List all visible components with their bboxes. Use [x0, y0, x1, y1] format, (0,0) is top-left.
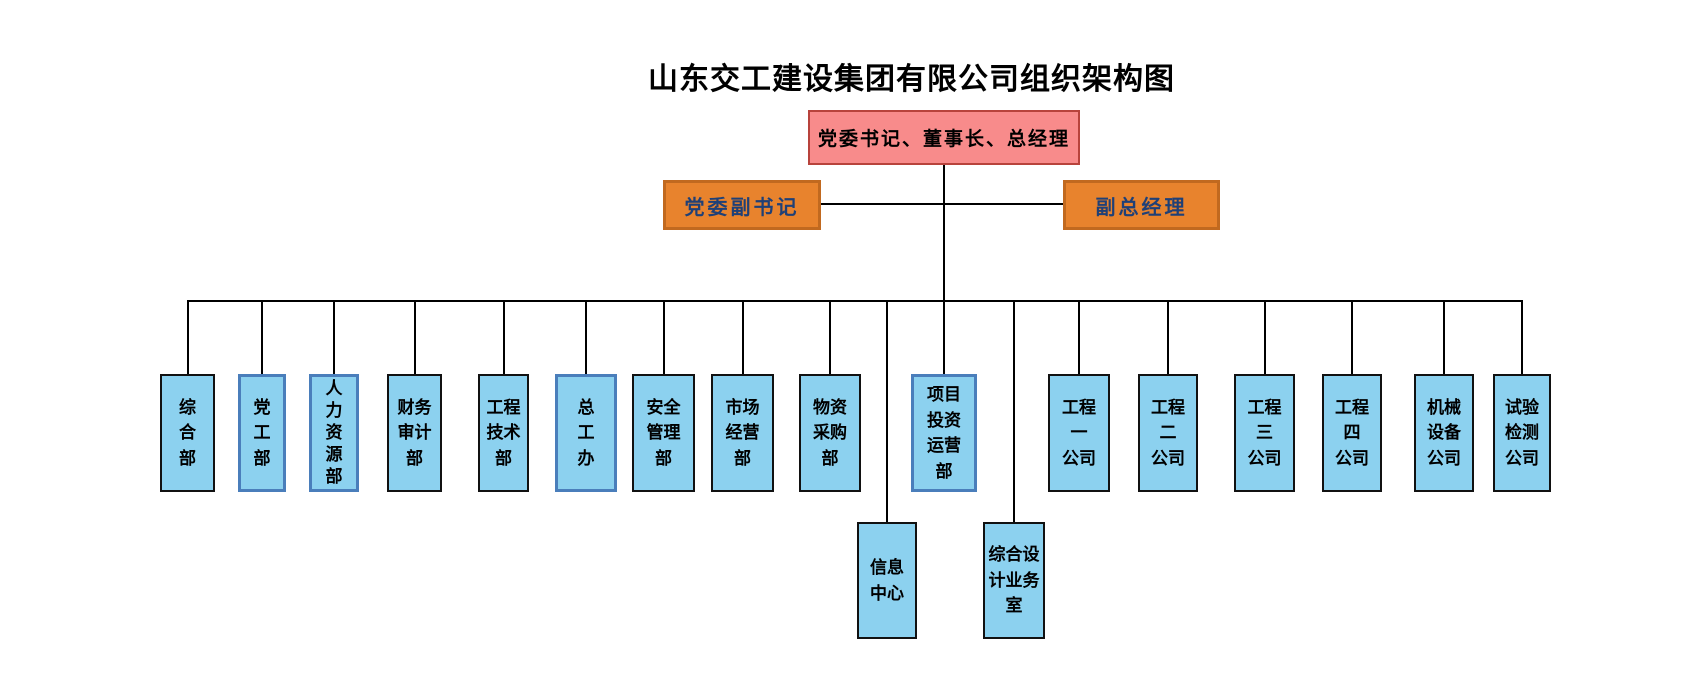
top-leader-label: 党委书记、董事长、总经理 — [817, 129, 1070, 150]
dept-label: 工程二公司 — [1151, 397, 1185, 468]
connector-line-drop — [829, 300, 831, 374]
deputy-box-general-manager: 副总经理 — [1063, 180, 1220, 230]
dept-box: 物资采购部 — [799, 374, 861, 492]
dept-box: 工程技术部 — [478, 374, 529, 492]
dept-label: 物资采购部 — [813, 397, 847, 468]
connector-line-drop — [261, 300, 263, 374]
dept-label: 财务审计部 — [397, 397, 432, 468]
dept-box: 安全管理部 — [632, 374, 695, 492]
dept-box: 工程一公司 — [1048, 374, 1110, 492]
dept-label: 信息中心 — [870, 558, 904, 603]
dept-label: 综合部 — [179, 397, 196, 468]
connector-line-drop — [414, 300, 416, 374]
dept-box: 机械设备公司 — [1414, 374, 1474, 492]
dept-box: 综合部 — [160, 374, 215, 492]
dept-box: 信息中心 — [857, 522, 917, 639]
dept-label: 项目投资运营部 — [927, 385, 961, 481]
dept-label: 综合设计业务室 — [988, 545, 1040, 616]
connector-line-drop — [1443, 300, 1445, 374]
dept-label: 机械设备公司 — [1427, 397, 1461, 468]
connector-line-drop — [1078, 300, 1080, 374]
dept-label: 工程一公司 — [1062, 397, 1096, 468]
connector-line-drop — [1167, 300, 1169, 374]
dept-box: 党工部 — [238, 374, 286, 492]
dept-box: 试验检测公司 — [1493, 374, 1551, 492]
dept-box: 总工办 — [555, 374, 617, 492]
connector-line-drop — [585, 300, 587, 374]
connector-line-drop — [1264, 300, 1266, 374]
dept-box: 综合设计业务室 — [983, 522, 1045, 639]
dept-box: 项目投资运营部 — [911, 374, 977, 492]
connector-line-main-rail — [187, 300, 1523, 302]
dept-label: 工程三公司 — [1247, 397, 1282, 468]
dept-label: 工程技术部 — [486, 397, 521, 468]
connector-line-deputies — [821, 203, 1063, 205]
dept-box: 财务审计部 — [387, 374, 442, 492]
dept-box: 工程四公司 — [1322, 374, 1382, 492]
connector-line-trunk — [943, 165, 945, 302]
dept-label: 总工办 — [577, 397, 595, 468]
chart-title: 山东交工建设集团有限公司组织架构图 — [648, 63, 1175, 96]
dept-box: 人力资源部 — [309, 374, 359, 492]
connector-line-drop — [943, 300, 945, 374]
connector-line-drop — [503, 300, 505, 374]
connector-line-drop — [1521, 300, 1523, 374]
connector-line-drop — [886, 300, 888, 522]
connector-line-drop — [663, 300, 665, 374]
dept-label: 人力资源部 — [325, 378, 343, 487]
top-leader-box: 党委书记、董事长、总经理 — [808, 110, 1080, 165]
dept-label: 安全管理部 — [646, 397, 681, 468]
dept-box: 市场经营部 — [711, 374, 774, 492]
dept-label: 市场经营部 — [725, 397, 760, 468]
dept-label: 试验检测公司 — [1505, 397, 1539, 468]
connector-line-drop — [742, 300, 744, 374]
dept-label: 党工部 — [253, 397, 271, 468]
connector-line-drop — [1013, 300, 1015, 522]
dept-box: 工程二公司 — [1138, 374, 1198, 492]
deputy-box-party-secretary: 党委副书记 — [663, 180, 821, 230]
dept-label: 工程四公司 — [1335, 397, 1369, 468]
deputy-party-secretary-label: 党委副书记 — [684, 196, 800, 219]
connector-line-drop — [1351, 300, 1353, 374]
dept-box: 工程三公司 — [1234, 374, 1295, 492]
connector-line-drop — [187, 300, 189, 374]
deputy-general-manager-label: 副总经理 — [1095, 196, 1188, 219]
connector-line-drop — [333, 300, 335, 374]
